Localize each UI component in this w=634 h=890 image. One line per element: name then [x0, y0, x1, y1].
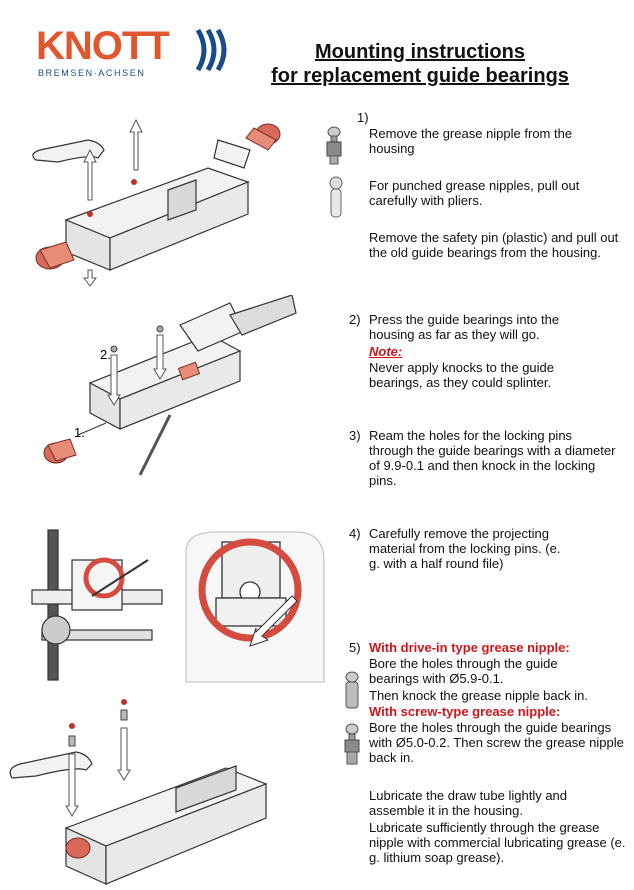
step-5-screw-heading: With screw-type grease nipple: [369, 704, 561, 719]
knott-logo: KNOTT BREMSEN·ACHSEN [36, 24, 232, 82]
step-4-text: Carefully remove the projecting material… [369, 526, 561, 571]
bearing-right [245, 123, 281, 151]
illustration-locking-pin-detail [185, 531, 325, 683]
step-5-drive-in-text: Bore the holes through the guide bearing… [369, 656, 558, 686]
bearing-insert [43, 438, 77, 464]
detail-highlight-circle [198, 538, 302, 642]
step-4-number: 4) [349, 526, 361, 541]
bearing-left [35, 241, 75, 270]
step-2-number: 2) [349, 312, 361, 327]
grease-nipple-dot [131, 179, 137, 185]
step-5-screw-text: Bore the holes through the guide bearing… [369, 720, 624, 765]
logo-arcs-icon [195, 28, 227, 72]
step-2-text: Press the guide bearings into the housin… [369, 312, 560, 342]
step-2-note-text: Never apply knocks to the guide bearings… [369, 360, 554, 390]
grease-nipple-icon [326, 126, 342, 165]
figure-label-2: 2. [100, 347, 111, 362]
logo-tagline: BREMSEN·ACHSEN [38, 68, 146, 78]
step-5-final-2: Lubricate sufficiently through the greas… [369, 820, 626, 865]
screw-grease-nipple-icon [344, 723, 360, 765]
step-3-number: 3) [349, 428, 361, 443]
highlight-circle [83, 557, 125, 599]
housing-side [109, 181, 249, 271]
step-1-text-2: For punched grease nipples, pull out car… [369, 178, 580, 208]
arrow-down [83, 269, 97, 287]
title-line-1: Mounting instructions [315, 41, 525, 63]
illustration-remove-bearings [32, 118, 281, 287]
step-5-final-1: Lubricate the draw tube lightly and asse… [369, 788, 568, 818]
step-5-drive-in-heading: With drive-in type grease nipple: [369, 640, 570, 655]
logo-wordmark: KNOTT [36, 24, 170, 68]
arrow-down-2b [153, 334, 167, 380]
page-title: Mounting instructions for replacement gu… [240, 40, 600, 88]
illustration-grease-nipple [9, 699, 268, 885]
title-line-2: for replacement guide bearings [271, 65, 569, 87]
step-5-drive-in-text-2: Then knock the grease nipple back in. [369, 688, 588, 703]
arrow-down-2a [107, 354, 121, 406]
drive-in-grease-nipple-icon [345, 671, 359, 709]
arrow-down-5a [65, 753, 79, 817]
figure-label-1: 1. [74, 425, 85, 440]
step-1-text-1: Remove the grease nipple from the housin… [369, 126, 573, 156]
step-3-text: Ream the holes for the locking pins thro… [369, 428, 616, 488]
grease-nipple-dot-2 [87, 211, 93, 217]
arrow-down-5b [117, 727, 131, 781]
step-1-text-3: Remove the safety pin (plastic) and pull… [369, 230, 619, 260]
bearing-final [65, 837, 91, 859]
illustration-press-bearings: 1. 2. [43, 295, 297, 476]
punched-grease-nipple-icon [329, 176, 343, 218]
step-5-number: 5) [349, 640, 361, 655]
step-1-number: 1) [357, 110, 369, 125]
arrow-up-2 [83, 148, 97, 201]
illustration-locking-pin-side [31, 529, 163, 681]
step-2-note-label: Note: [369, 344, 403, 359]
arrow-up-1 [129, 118, 143, 171]
